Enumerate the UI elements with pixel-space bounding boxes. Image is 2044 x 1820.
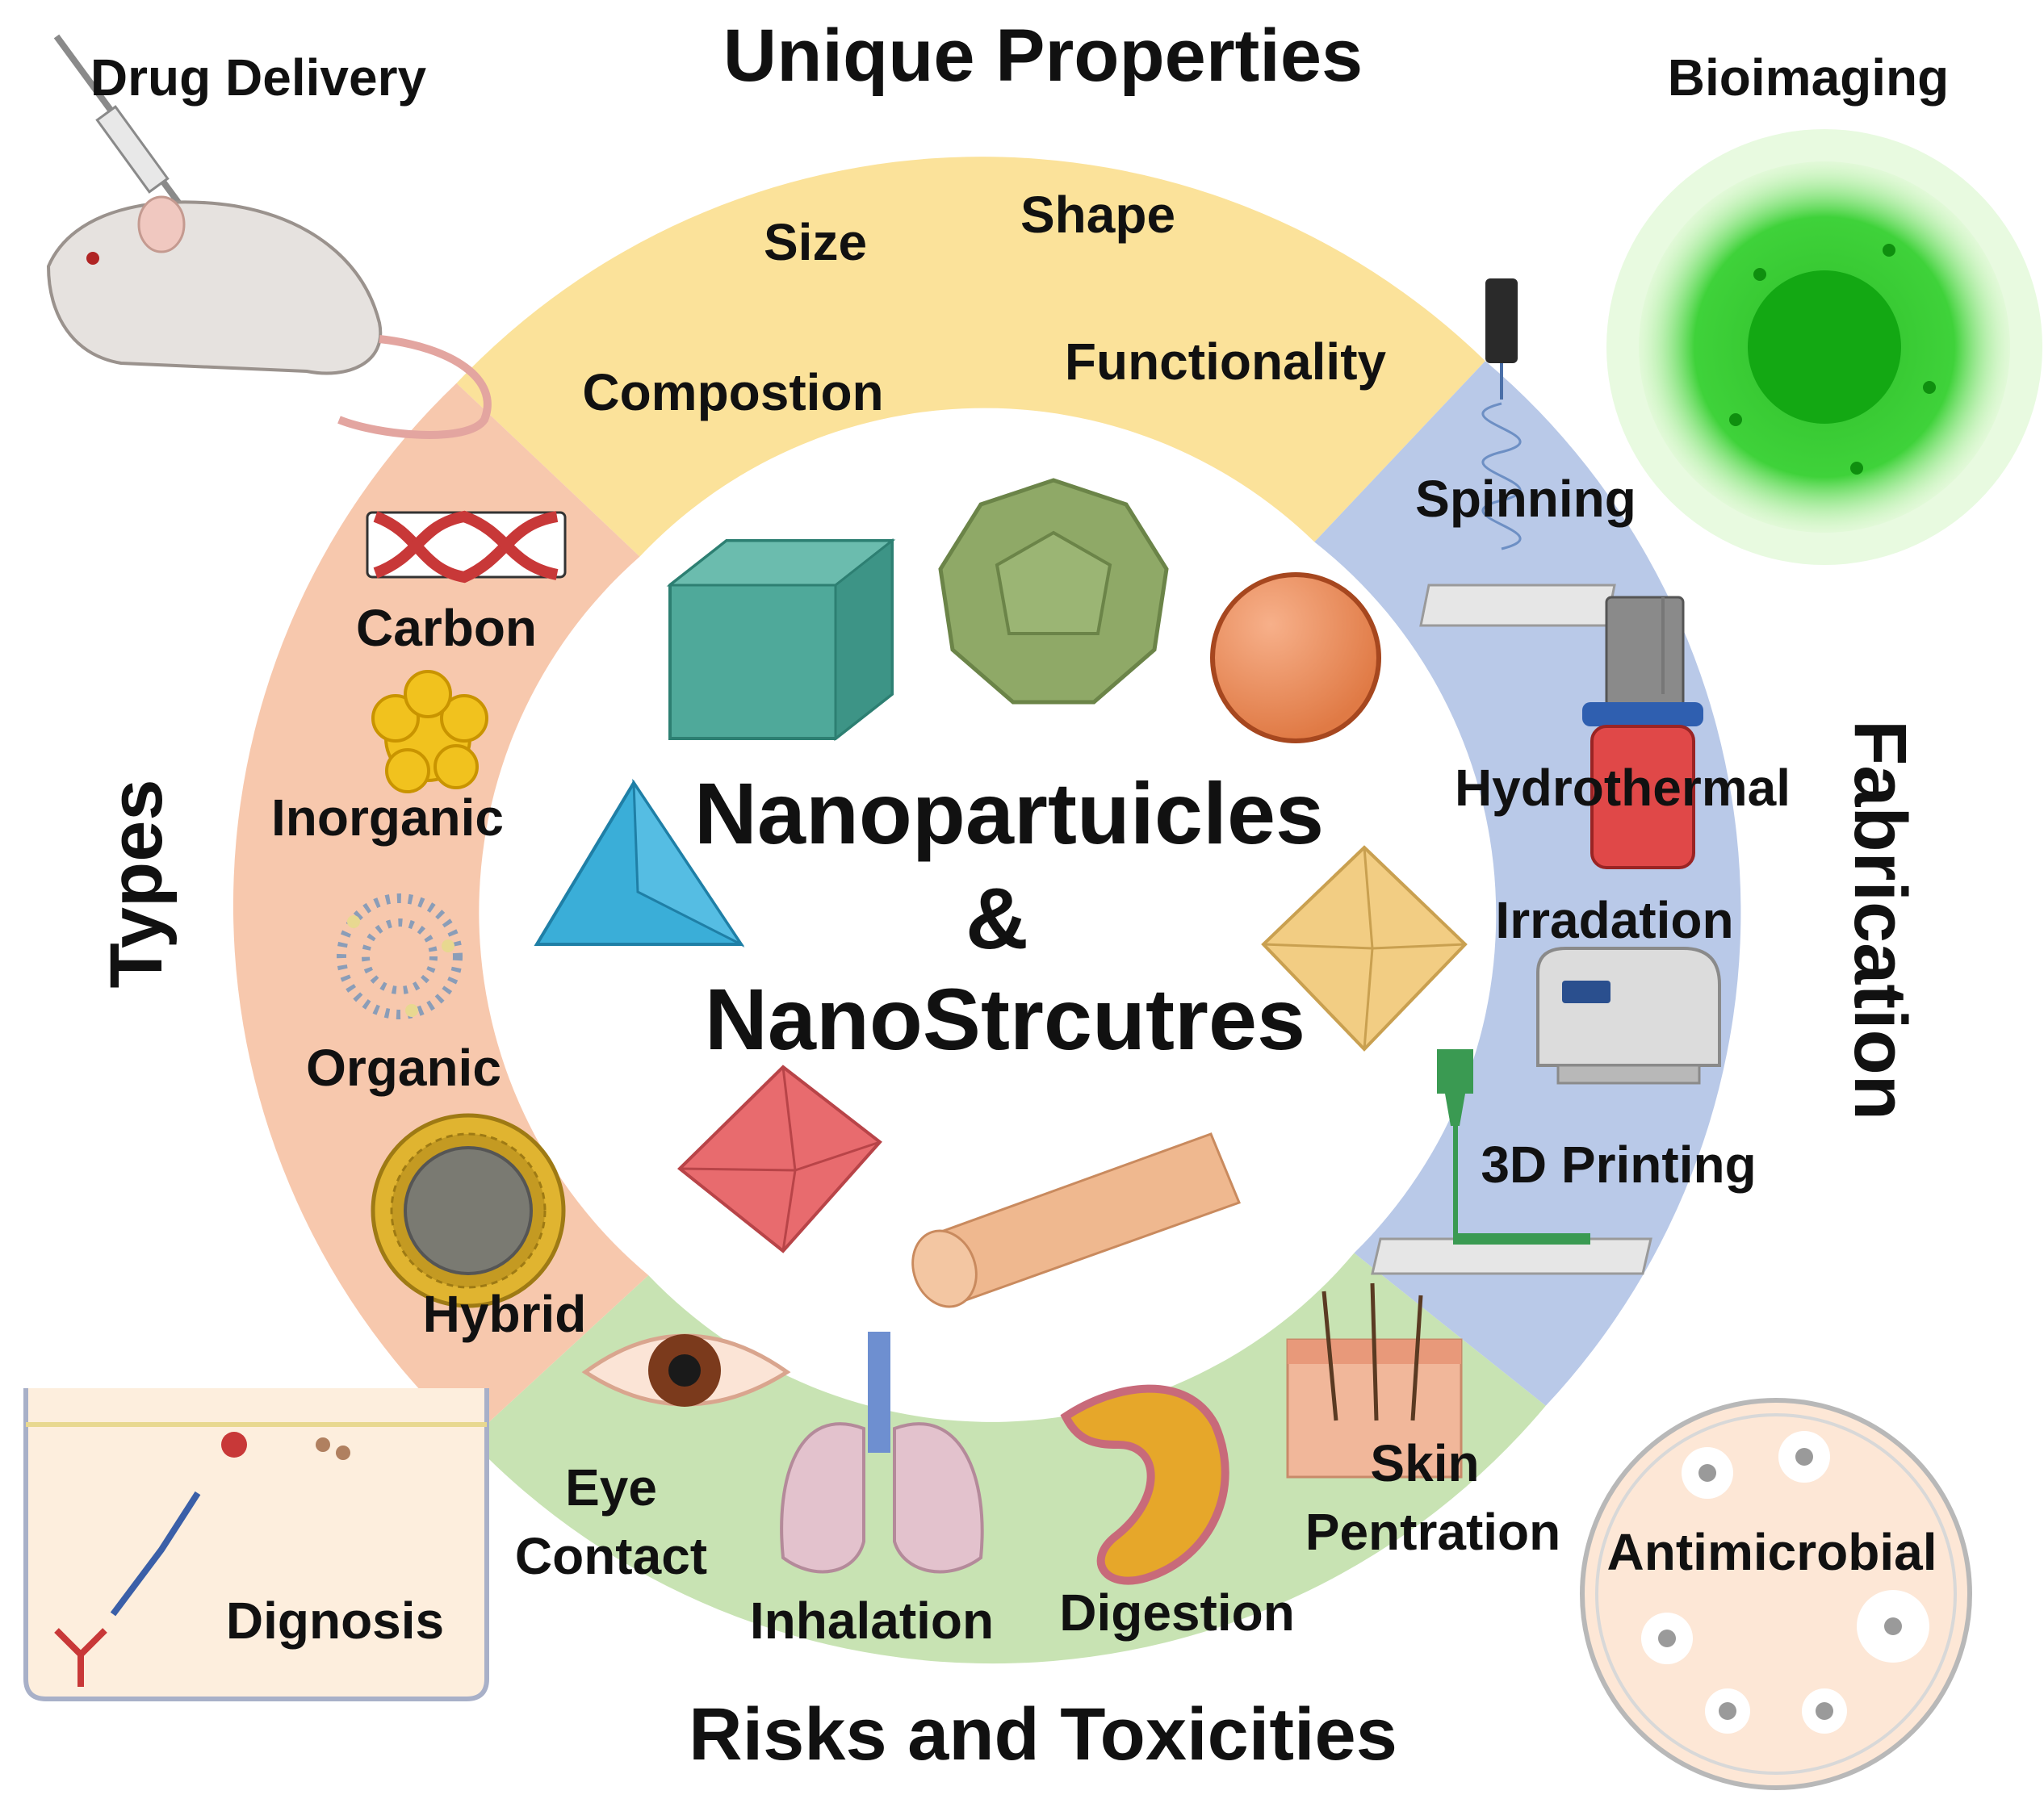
property-size: Size bbox=[764, 213, 867, 271]
application-antimicrobial: Antimicrobial bbox=[1607, 1523, 1937, 1581]
antibody-well-icon bbox=[23, 1388, 489, 1701]
inorganic-cluster-icon bbox=[371, 670, 488, 793]
center-title-line3: NanoStrcutres bbox=[705, 970, 1305, 1068]
mouse-syringe-icon bbox=[46, 34, 492, 439]
application-drug-delivery: Drug Delivery bbox=[90, 48, 427, 107]
property-composition: Compostion bbox=[582, 363, 883, 421]
heading-fabrication: Fabrication bbox=[1839, 720, 1921, 1120]
risk-eye-contact-line1: Eye bbox=[565, 1458, 657, 1517]
type-hybrid: Hybrid bbox=[423, 1285, 587, 1343]
center-title-line2: & bbox=[965, 869, 1028, 967]
risk-skin-line2: Pentration bbox=[1305, 1503, 1560, 1561]
fabrication-3d-printing: 3D Printing bbox=[1481, 1136, 1756, 1194]
shape-tetrahedron-icon bbox=[534, 778, 745, 948]
property-shape: Shape bbox=[1020, 186, 1175, 244]
heading-unique-properties: Unique Properties bbox=[723, 15, 1363, 97]
heading-risks: Risks and Toxicities bbox=[689, 1693, 1397, 1776]
risk-inhalation: Inhalation bbox=[750, 1592, 994, 1650]
shape-rod-icon bbox=[911, 1132, 1241, 1308]
application-diagnosis: Dignosis bbox=[226, 1592, 444, 1650]
property-functionality: Functionality bbox=[1065, 333, 1387, 391]
type-carbon: Carbon bbox=[356, 599, 537, 657]
petri-dish-icon bbox=[1580, 1398, 1972, 1790]
fabrication-spinning: Spinning bbox=[1415, 470, 1636, 528]
fabrication-hydrothermal: Hydrothermal bbox=[1455, 759, 1791, 817]
type-organic: Organic bbox=[306, 1039, 501, 1097]
shape-octahedron-icon bbox=[676, 1065, 882, 1253]
stomach-icon bbox=[1060, 1384, 1229, 1585]
carbon-nanotube-icon bbox=[366, 510, 567, 584]
skin-icon bbox=[1286, 1282, 1463, 1479]
hydrothermal-reactor-icon bbox=[1582, 596, 1703, 869]
eye-icon bbox=[581, 1333, 791, 1407]
irradiation-device-icon bbox=[1536, 947, 1721, 1085]
risk-skin-line1: Skin bbox=[1370, 1434, 1479, 1492]
glowing-cell-icon bbox=[1606, 129, 2042, 565]
type-inorganic: Inorganic bbox=[271, 789, 504, 847]
liposome-icon bbox=[337, 893, 463, 1019]
heading-types: Types bbox=[95, 779, 178, 988]
core-shell-icon bbox=[371, 1113, 566, 1308]
fabrication-irradiation: Irradation bbox=[1495, 891, 1733, 949]
center-title-line1: Nanopartuicles bbox=[694, 764, 1324, 862]
lungs-icon bbox=[780, 1332, 984, 1574]
shape-dodecahedron-icon bbox=[938, 478, 1169, 705]
3d-printer-icon bbox=[1371, 1049, 1652, 1275]
risk-eye-contact-line2: Contact bbox=[515, 1527, 707, 1585]
shape-sphere-icon bbox=[1210, 572, 1381, 743]
electrospinning-icon bbox=[1419, 278, 1616, 627]
shape-cube-icon bbox=[666, 538, 896, 742]
risk-digestion: Digestion bbox=[1059, 1584, 1295, 1642]
segment-properties bbox=[456, 157, 1485, 557]
shape-bipyramid-icon bbox=[1261, 845, 1468, 1052]
application-bioimaging: Bioimaging bbox=[1668, 48, 1949, 107]
